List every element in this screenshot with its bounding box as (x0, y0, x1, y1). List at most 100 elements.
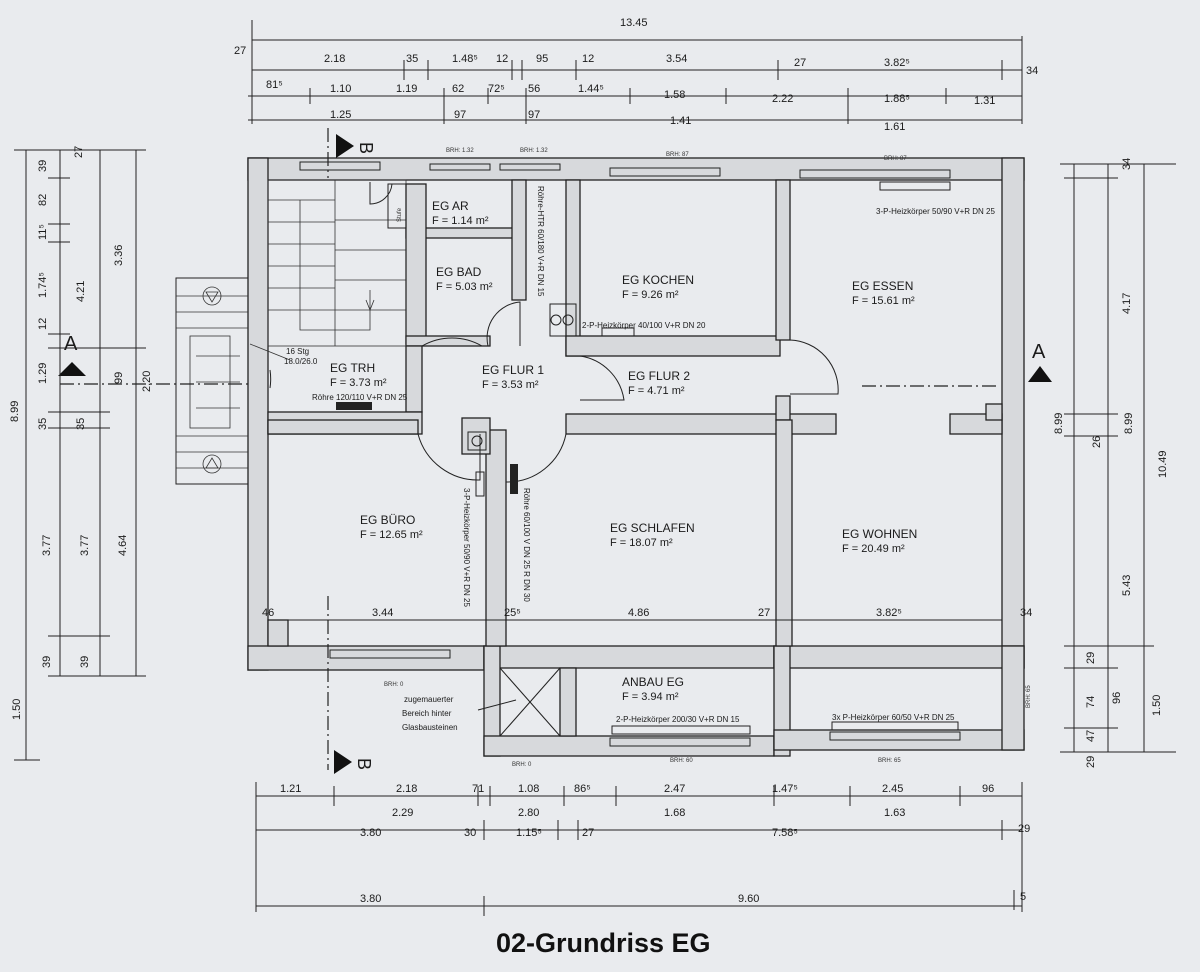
note-brh-6: BRH: 0 (512, 762, 532, 768)
wall-buero-east (485, 429, 507, 647)
door-essen (789, 339, 839, 395)
wall-north (247, 157, 1025, 181)
dim-left-c2-7: 3.77 (41, 535, 53, 556)
dim-left-c4-2: 4.64 (117, 535, 129, 556)
note-brh-2: BRH: 1.32 (520, 148, 548, 154)
dim-left-c3-0: 27 (73, 146, 85, 158)
dim-right-c2-3: 5.43 (1121, 575, 1133, 596)
note-radiator-wohnen: 3x P-Heizkörper 60/50 V+R DN 25 (832, 713, 955, 722)
room-name-flur2: EG FLUR 2 (628, 369, 690, 383)
dim-inner-6: 34 (1020, 607, 1032, 619)
dim-top-r3-4: 72⁵ (488, 83, 505, 95)
dim-top-total: 13.45 (620, 17, 648, 29)
windows (299, 161, 961, 747)
step-arrow-bottom-icon (202, 454, 222, 474)
dim-top-r2-5: 95 (536, 53, 548, 65)
dim-right-c2-2: 8.99 (1123, 413, 1135, 434)
dim-bottom-r1-0: 1.21 (280, 783, 301, 795)
dimensions-inner: 46 3.44 25⁵ 4.86 27 3.82⁵ 34 (262, 607, 1032, 621)
dim-left-c3-4: 3.77 (79, 535, 91, 556)
doors (269, 182, 839, 483)
dim-top-r3-3: 62 (452, 83, 464, 95)
note-brh-8: BRH: 65 (878, 758, 901, 764)
wall-bad-west (405, 183, 427, 345)
dim-bottom-r1-3: 1.08 (518, 783, 539, 795)
note-radiator-kochen-riser: Röhre-HTR 60/180 V+R DN 15 (536, 186, 545, 297)
dim-top-r4-2: 97 (528, 109, 540, 121)
window-ar (429, 163, 491, 171)
step-arrow-top-icon (202, 286, 222, 306)
wall-bad-east (511, 179, 527, 301)
room-area-kochen: F = 9.26 m² (622, 289, 679, 301)
dim-top-r3-0: 81⁵ (266, 79, 283, 91)
dim-top-r2-10: 34 (1026, 65, 1038, 77)
door-bad (486, 301, 521, 347)
window-buero (329, 649, 451, 659)
dim-top-r4-0: 1.25 (330, 109, 351, 121)
section-label-b-bottom: B (354, 758, 374, 770)
dim-top-r3-10: 1.31 (974, 95, 995, 107)
wall-chimney (461, 417, 491, 455)
dim-right-c2-1: 4.17 (1121, 293, 1133, 314)
dim-top-r3-5: 56 (528, 83, 540, 95)
dim-left-c2-1: 82 (37, 194, 49, 206)
dim-bottom-r3-3: 27 (582, 827, 594, 839)
wall-kochen-west (565, 179, 581, 357)
notes: Röhre 120/110 V+R DN 25 Röhre-HTR 60/180… (312, 148, 1032, 768)
dim-bottom-r1-6: 1.47⁵ (772, 783, 798, 795)
wall-bad-south (405, 335, 491, 347)
dim-top-r3-6: 1.44⁵ (578, 83, 604, 95)
dim-top-r2-0: 27 (234, 45, 246, 57)
dim-left-c2-2: 11⁵ (37, 224, 49, 240)
dim-bottom-r1-1: 2.18 (396, 783, 417, 795)
dim-top-r2-7: 3.54 (666, 53, 687, 65)
dim-inner-0: 46 (262, 607, 274, 619)
dim-top-r2-3: 1.48⁵ (452, 53, 478, 65)
plan-title: 02-Grundriss EG (496, 928, 711, 958)
dim-left-c2-8: 39 (41, 656, 53, 668)
note-brh-9: BRH: 65 (1026, 685, 1032, 708)
note-brh-5: BRH: 0 (384, 682, 404, 688)
chimney-icon (467, 431, 487, 451)
door-sw (269, 369, 272, 389)
note-radiator-kochen: 2-P-Heizkörper 40/100 V+R DN 20 (582, 321, 706, 330)
wall-kochen-south (565, 335, 781, 357)
dim-inner-5: 3.82⁵ (876, 607, 902, 619)
door-ar (369, 182, 393, 205)
wall-trh-east (405, 345, 423, 413)
dim-top-r2-8: 27 (794, 57, 806, 69)
dim-top-r3-7: 1.58 (664, 89, 685, 101)
wall-schlafen-east (775, 419, 793, 647)
dim-bottom-r1-8: 96 (982, 783, 994, 795)
dim-bottom-r3-0: 3.80 (360, 827, 381, 839)
dim-right-c1-0: 8.99 (1053, 413, 1065, 434)
room-area-trh: F = 3.73 m² (330, 377, 387, 389)
radiator-kochen-icon (601, 327, 635, 337)
room-name-anbau: ANBAU EG (622, 675, 684, 689)
staircase: Stufe 16 Stg 18.0/26.0 (249, 179, 407, 366)
note-radiator-essen: 3-P-Heizkörper 50/90 V+R DN 25 (876, 207, 995, 216)
dim-top-r2-9: 3.82⁵ (884, 57, 910, 69)
dim-bottom-r2-0: 2.29 (392, 807, 413, 819)
room-area-anbau: F = 3.94 m² (622, 691, 679, 703)
note-glass-3: Glasbausteinen (402, 723, 458, 732)
dim-inner-1: 3.44 (372, 607, 393, 619)
room-labels: EG AR F = 1.14 m² EG BAD F = 5.03 m² EG … (330, 199, 917, 703)
room-name-ar: EG AR (432, 199, 469, 213)
section-arrow-b-bottom-icon (334, 750, 352, 774)
note-glass-2: Bereich hinter (402, 709, 452, 718)
radiator-schlafen-icon (510, 464, 518, 494)
dim-top-r2-1: 2.18 (324, 53, 345, 65)
radiator-anbau-icon (611, 725, 751, 735)
window-trh (299, 161, 381, 171)
stair-outline (267, 179, 407, 347)
dim-bottom-r4-2: 5 (1020, 891, 1026, 903)
note-radiator-anbau: 2-P-Heizkörper 200/30 V+R DN 15 (616, 715, 740, 724)
dim-left-c3-3: 35 (75, 418, 87, 430)
note-brh-4: BRH: 87 (884, 156, 907, 162)
dim-bottom-r3-4: 7.58⁵ (772, 827, 798, 839)
dim-bottom-r1-7: 2.45 (882, 783, 903, 795)
wall-wohnen-east-low (1001, 645, 1025, 751)
wall-buero-north (267, 419, 419, 435)
